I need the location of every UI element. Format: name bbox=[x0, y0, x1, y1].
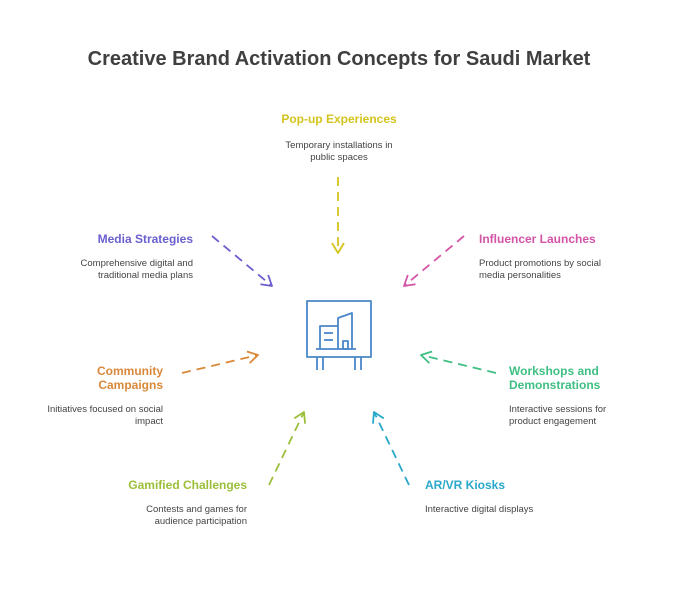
concept-desc: Interactive sessions for product engagem… bbox=[509, 404, 607, 427]
arrow-head bbox=[260, 274, 273, 287]
concept-title: Community Campaigns bbox=[97, 364, 163, 392]
arrow-shaft bbox=[181, 354, 259, 374]
concept-title: Workshops and Demonstrations bbox=[509, 364, 601, 392]
concept-title: AR/VR Kiosks bbox=[425, 478, 506, 492]
arrow-influencer bbox=[403, 235, 465, 287]
arrow-pop-up bbox=[331, 177, 345, 254]
concept-desc: Temporary installations in public spaces bbox=[285, 140, 393, 163]
arrow-shaft bbox=[268, 411, 305, 486]
concept-desc: Product promotions by social media perso… bbox=[479, 258, 601, 281]
arrow-head bbox=[420, 350, 433, 364]
arrow-head bbox=[246, 350, 259, 364]
arrow-media bbox=[211, 235, 273, 287]
concept-desc: Contests and games for audience particip… bbox=[146, 504, 247, 527]
concept-workshops: Workshops and Demonstrations Interactive… bbox=[509, 364, 629, 428]
building-icon bbox=[306, 300, 372, 370]
arrow-gamified bbox=[268, 411, 306, 486]
concept-pop-up: Pop-up Experiences Temporary installatio… bbox=[264, 112, 414, 164]
diagram-title: Creative Brand Activation Concepts for S… bbox=[87, 48, 591, 70]
concept-gamified: Gamified Challenges Contests and games f… bbox=[117, 478, 247, 528]
concept-community: Community Campaigns Initiatives focused … bbox=[30, 364, 163, 428]
concept-title: Gamified Challenges bbox=[128, 478, 247, 492]
concept-title: Influencer Launches bbox=[479, 232, 596, 246]
arrow-head bbox=[372, 411, 385, 424]
arrow-head bbox=[293, 411, 306, 424]
concept-title: Pop-up Experiences bbox=[281, 112, 397, 126]
concept-media: Media Strategies Comprehensive digital a… bbox=[52, 232, 193, 282]
arrow-shaft bbox=[211, 235, 273, 287]
concept-desc: Comprehensive digital and traditional me… bbox=[80, 258, 193, 281]
arrow-shaft bbox=[403, 235, 465, 287]
concept-arvr: AR/VR Kiosks Interactive digital display… bbox=[425, 478, 565, 516]
arrow-head bbox=[403, 274, 416, 287]
arrow-shaft bbox=[373, 411, 410, 486]
concept-desc: Interactive digital displays bbox=[425, 504, 534, 515]
concept-influencer: Influencer Launches Product promotions b… bbox=[479, 232, 619, 282]
arrow-shaft bbox=[420, 354, 497, 374]
arrow-arvr bbox=[372, 411, 410, 486]
arrow-community bbox=[181, 350, 259, 374]
concept-title: Media Strategies bbox=[97, 232, 193, 246]
concept-desc: Initiatives focused on social impact bbox=[47, 404, 163, 427]
arrow-head bbox=[331, 242, 345, 254]
arrow-workshops bbox=[420, 350, 497, 374]
